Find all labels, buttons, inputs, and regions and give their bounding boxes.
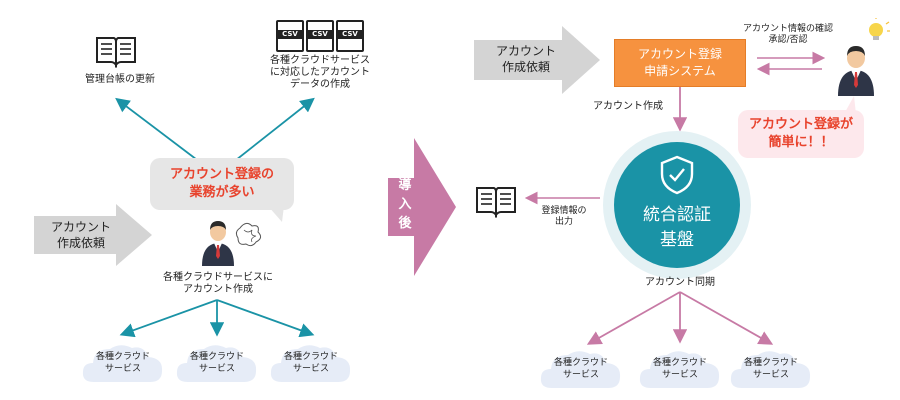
shield-check-icon: [660, 155, 694, 195]
output-book-icon: [476, 187, 516, 218]
csv-file-icons: CSV CSV CSV: [276, 20, 366, 52]
request-label-left: アカウント 作成依頼: [50, 220, 111, 250]
cloud-icon: [639, 351, 720, 388]
output-label: 登録情報の 出力: [541, 206, 587, 227]
cloud-icon: [176, 345, 257, 382]
csv-tag: CSV: [306, 30, 334, 39]
approver-person-icon: [838, 18, 890, 96]
registration-system-label: アカウント登録 申請システム: [637, 47, 722, 78]
workload-bubble-text: アカウント登録の 業務が多い: [169, 167, 274, 200]
after-introduction-arrow: [388, 138, 456, 276]
workload-bubble-tail: [268, 206, 284, 222]
cloud-service-label: 各種クラウド サービス: [95, 352, 150, 374]
cloud-service-label: 各種クラウド サービス: [553, 358, 608, 380]
arrow-sync-cloud-3: [679, 291, 774, 345]
create-accounts-caption: 各種クラウドサービスに アカウント作成: [163, 272, 273, 295]
ledger-update-label: 管理台帳の更新: [85, 74, 155, 85]
easy-registration-bubble-tail: [844, 96, 856, 114]
account-sync-label: アカウント同期: [645, 277, 715, 288]
cloud-icon: [270, 345, 351, 382]
arrow-to-cloud-3: [216, 299, 315, 338]
csv-tag: CSV: [276, 30, 304, 39]
cloud-service-left-3: 各種クラウド サービス: [268, 340, 354, 386]
registration-system-box: アカウント登録 申請システム: [614, 39, 746, 87]
ledger-book-icon: [96, 37, 136, 68]
cloud-service-label: 各種クラウド サービス: [283, 352, 338, 374]
cloud-service-right-1: 各種クラウド サービス: [538, 346, 624, 392]
csv-data-label: 各種クラウドサービス に対応したアカウント データの作成: [270, 55, 370, 90]
after-introduction-label: 導 入 後: [398, 178, 412, 231]
cloud-icon: [730, 351, 811, 388]
account-create-label: アカウント作成: [593, 101, 663, 112]
csv-file-icon: CSV: [276, 20, 304, 52]
request-arrow-left: [34, 204, 152, 266]
arrow-sync-cloud-1: [586, 291, 681, 345]
cloud-service-label: 各種クラウド サービス: [189, 352, 244, 374]
cloud-service-label: 各種クラウド サービス: [743, 358, 798, 380]
request-label-right: アカウント 作成依頼: [495, 44, 556, 74]
auth-platform-label: 統合認証 基盤: [643, 205, 711, 250]
arrow-to-cloud-1: [119, 299, 218, 338]
stressed-worker-icon: [202, 221, 262, 266]
cloud-icon: [540, 351, 621, 388]
cloud-icon: [82, 345, 163, 382]
csv-file-icon: CSV: [306, 20, 334, 52]
cloud-service-label: 各種クラウド サービス: [652, 358, 707, 380]
approval-label: アカウント情報の確認 承認/否認: [742, 24, 833, 45]
cloud-service-right-3: 各種クラウド サービス: [728, 346, 814, 392]
csv-file-icon: CSV: [336, 20, 364, 52]
request-arrow-right: [474, 26, 600, 94]
easy-registration-bubble: [738, 110, 864, 158]
easy-registration-text: アカウント登録が 簡単に！！: [748, 117, 853, 150]
cloud-service-right-2: 各種クラウド サービス: [637, 346, 723, 392]
auth-platform-hub: 統合認証 基盤: [603, 131, 751, 279]
csv-tag: CSV: [336, 30, 364, 39]
cloud-service-left-2: 各種クラウド サービス: [174, 340, 260, 386]
cloud-service-left-1: 各種クラウド サービス: [80, 340, 166, 386]
workload-bubble: [150, 158, 294, 210]
